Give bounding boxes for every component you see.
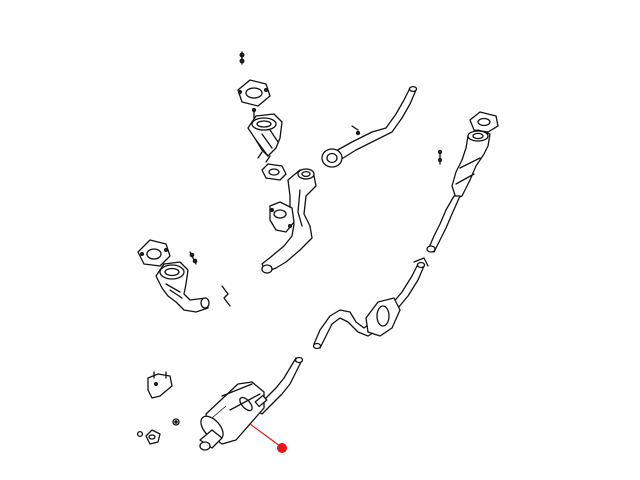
- lower-catalytic-converter: [155, 261, 210, 313]
- lower-manifold-gasket: [137, 239, 171, 267]
- hanger-clamp: [136, 418, 180, 445]
- lower-manifold-stud: [189, 251, 198, 265]
- upper-converter-gasket: [261, 163, 287, 181]
- callout-dot[interactable]: [277, 443, 287, 453]
- muffler-and-tailpipe: [199, 356, 304, 451]
- upper-manifold-gasket: [237, 79, 271, 107]
- right-catalytic-converter: [426, 129, 491, 253]
- upper-manifold-stud: [239, 51, 245, 65]
- heat-shield-clip: [221, 285, 231, 307]
- y-pipe: [261, 168, 317, 274]
- upper-catalytic-converter: [247, 107, 283, 163]
- callout-leader-line: [249, 423, 281, 447]
- intermediate-pipe: [321, 85, 418, 168]
- part-callout: [249, 423, 287, 453]
- mounting-bracket: [147, 371, 173, 399]
- right-manifold-gasket: [469, 111, 499, 133]
- resonator-pipe: [312, 257, 429, 350]
